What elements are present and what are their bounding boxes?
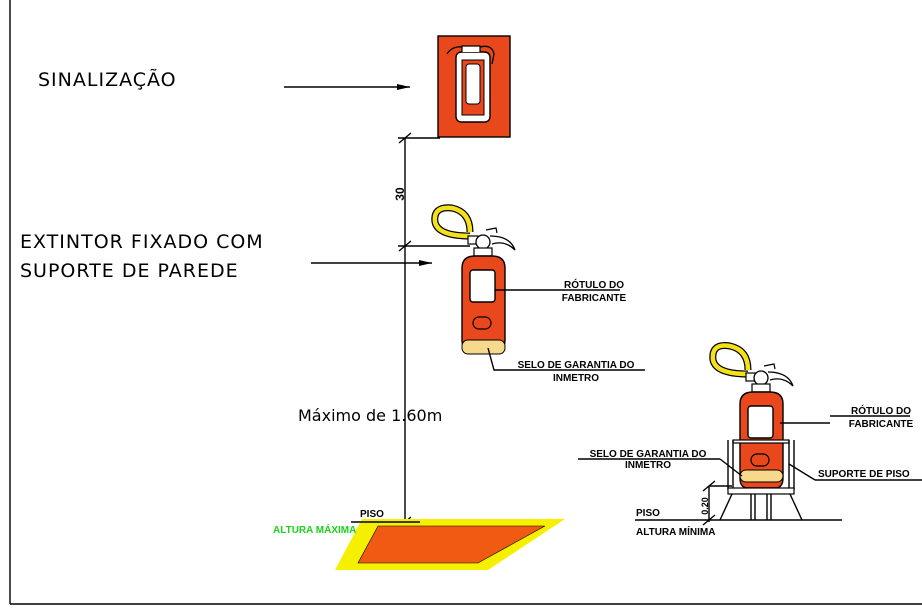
rotulo-label-a-line1: RÓTULO DO: [564, 278, 624, 291]
floor-extinguisher: [709, 342, 794, 489]
selo-label-a-line1: SELO DE GARANTIA DO: [518, 360, 635, 371]
altura-minima-label: ALTURA MÍNIMA: [636, 525, 715, 538]
signage-plate: [437, 35, 511, 138]
rotulo-label-b-line2: FABRICANTE: [849, 419, 914, 430]
piso-label-b: PISO: [636, 508, 660, 519]
rotulo-label-b-line1: RÓTULO DO: [851, 404, 911, 417]
dimension-30: 30: [393, 187, 407, 201]
selo-label-a-line2: INMETRO: [553, 373, 599, 384]
sinalizacao-arrow: [284, 84, 410, 90]
altura-maxima-label: ALTURA MÁXIMA: [273, 523, 356, 536]
selo-leader-a: [487, 347, 645, 371]
selo-label-b-line2: INMETRO: [625, 460, 671, 471]
sinalizacao-label: SINALIZAÇÃO: [38, 68, 177, 91]
floor-marking: [335, 519, 565, 570]
extintor-label-line1: EXTINTOR FIXADO COM: [20, 231, 264, 253]
maximo-label: Máximo de 1.60m: [298, 406, 442, 425]
dimension-020-label: 0.20: [700, 497, 710, 515]
extintor-arrow: [311, 260, 432, 266]
piso-label-a: PISO: [360, 509, 384, 520]
dimension-line-vertical: [398, 132, 470, 528]
extintor-label-line2: SUPORTE DE PAREDE: [20, 260, 239, 282]
rotulo-label-a-line2: FABRICANTE: [562, 293, 627, 304]
selo-leader-b: [578, 458, 743, 477]
wall-extinguisher: [431, 204, 516, 355]
suporte-leader: [788, 463, 922, 481]
suporte-piso-label: SUPORTE DE PISO: [818, 469, 910, 480]
selo-label-b-line1: SELO DE GARANTIA DO: [590, 449, 707, 460]
